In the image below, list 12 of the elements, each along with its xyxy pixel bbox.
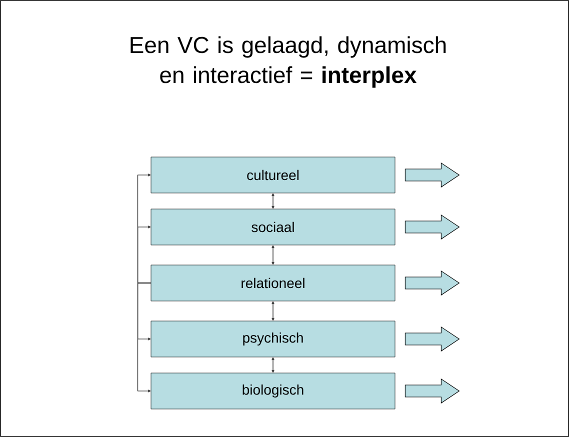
layer-box: cultureel [150,156,396,194]
block-arrow [404,270,460,296]
block-arrow [404,162,460,188]
layer-box: psychisch [150,320,396,358]
block-arrow [404,214,460,240]
layer-box: relationeel [150,264,396,302]
block-arrow [404,378,460,404]
layer-box: sociaal [150,208,396,246]
arrow [138,225,152,284]
title: Een VC is gelaagd, dynamisch en interactief = interplex [130,36,446,88]
layer-box: biologisch [150,372,396,410]
block-arrow [404,326,460,352]
